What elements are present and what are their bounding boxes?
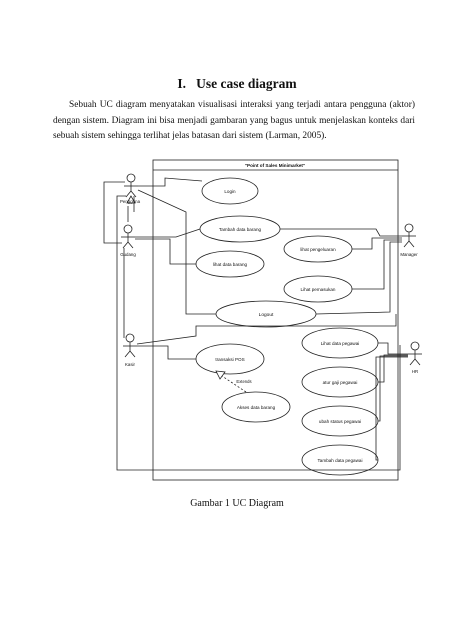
usecase-logout-label: Logout: [259, 312, 274, 318]
actor-pengguna-label: Pengguna: [120, 199, 141, 204]
assoc-manager-tambah-barang: [280, 228, 402, 237]
section-number: I.: [177, 76, 187, 91]
figure-caption: Gambar 1 UC Diagram: [190, 498, 284, 509]
usecase-login: [201, 177, 259, 205]
assoc-pengguna-logout: [137, 189, 216, 315]
usecase-lihat-data-barang-label: lihat data barang: [213, 262, 248, 267]
actor-manager-label: Manager: [400, 252, 418, 257]
assoc-hr-ubah-status: [378, 355, 408, 422]
section-heading: I. Use case diagram: [0, 76, 474, 92]
usecase-tambah-data-pegawai-label: Tambah data pegawai: [318, 458, 363, 463]
intro-paragraph: Sebuah UC diagram menyatakan visualisasi…: [53, 100, 415, 141]
assoc-manager-logout: [315, 241, 402, 315]
system-title: "Point of Sales Minimarket": [245, 163, 305, 168]
assoc-hr-lihat-pegawai: [378, 342, 408, 355]
section-title: Use case diagram: [196, 76, 297, 91]
connector-manager-generalization: [103, 181, 125, 244]
usecase-atur-gaji-pegawai-label: atur gaji pegawai: [323, 380, 358, 385]
usecase-lihat-pengeluaran-label: lihat pengeluaran: [300, 247, 336, 252]
assoc-manager-pengeluaran: [352, 237, 402, 250]
assoc-hr-tambah-pegawai: [375, 356, 408, 461]
usecase-akses-data-barang: [221, 391, 291, 423]
actor-manager-figure: [402, 223, 416, 248]
actor-hr-label: HR: [412, 369, 418, 374]
actor-hr-figure: [408, 341, 422, 366]
assoc-kasir-logout: [136, 314, 397, 345]
usecase-tambah-data-barang-label: Tambah data barang: [219, 227, 262, 232]
assoc-pengguna-login: [138, 177, 203, 187]
actor-pengguna-figure: [124, 173, 138, 198]
assoc-hr-atur-gaji: [378, 354, 408, 383]
system-boundary: [152, 159, 399, 481]
extend-arrow-head: [215, 370, 226, 380]
generalization-arrow-head: [126, 195, 136, 204]
assoc-manager-pemasukan: [352, 239, 402, 290]
extend-label: Extends: [236, 379, 251, 384]
usecase-ubah-status-pegawai-label: ubah status pegawai: [319, 419, 361, 424]
actor-kasir-label: Kasir: [125, 362, 136, 367]
usecase-lihat-data-pegawai-label: Lihat data pegawai: [321, 341, 360, 346]
actor-gudang-figure: [121, 224, 135, 249]
extend-line: [221, 375, 247, 393]
actor-gudang-label: Gudang: [120, 252, 136, 257]
assoc-gudang-tambah-barang: [135, 228, 201, 238]
connector-hr-generalization: [116, 195, 401, 471]
assoc-kasir-transaksi: [137, 345, 196, 360]
usecase-lihat-pemasukan-label: Lihat pemasukan: [301, 287, 336, 292]
actor-kasir-figure: [123, 333, 137, 358]
usecase-transaksi-pos-label: transaksi POS: [215, 357, 244, 362]
usecase-login-label: Login: [224, 189, 236, 194]
assoc-gudang-lihat-barang: [135, 238, 196, 265]
usecase-akses-data-barang-label: Akses data barang: [237, 405, 276, 410]
